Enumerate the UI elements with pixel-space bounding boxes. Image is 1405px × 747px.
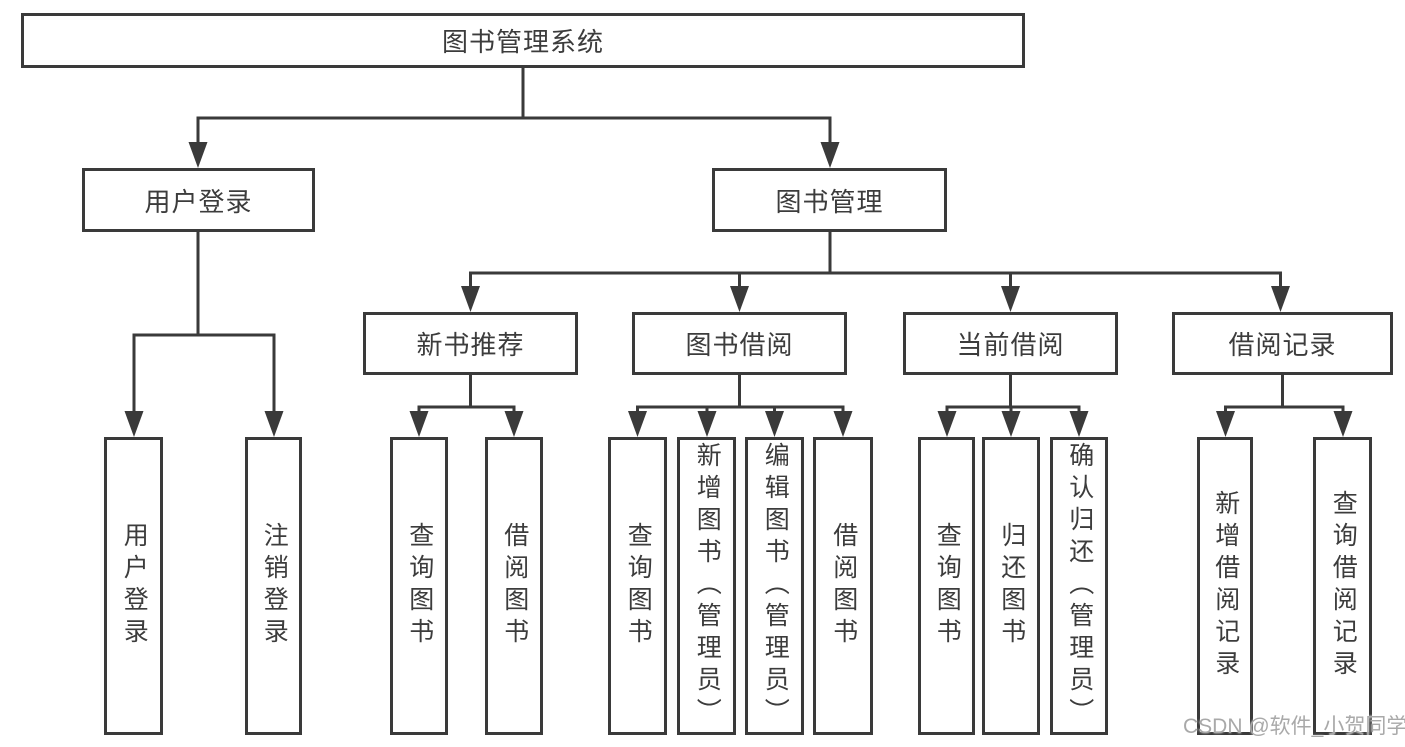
leaf-recommend-query-books: 查询图书 (390, 437, 448, 735)
node-new-book-recommendation: 新书推荐 (363, 312, 578, 375)
leaf-label: 编辑图书（管理员） (761, 442, 790, 730)
leaf-current-confirm-return-admin: 确认归还（管理员） (1050, 437, 1108, 735)
leaf-label: 归还图书 (997, 522, 1026, 650)
leaf-records-add-borrow-record: 新增借阅记录 (1197, 437, 1253, 735)
leaf-label: 借阅图书 (500, 522, 529, 650)
node-label: 用户登录 (144, 186, 253, 217)
leaf-current-query-books: 查询图书 (918, 437, 975, 735)
leaf-records-query-borrow-record: 查询借阅记录 (1313, 437, 1372, 735)
leaf-label: 用户登录 (120, 522, 149, 650)
node-user-login: 用户登录 (82, 168, 315, 232)
connector-user-login-children (124, 232, 284, 437)
connector-root-to-level1 (188, 68, 840, 168)
leaf-label: 注销登录 (260, 522, 289, 650)
node-label: 图书借阅 (685, 330, 794, 360)
node-label: 图书管理 (775, 186, 884, 217)
leaf-borrowing-edit-books-admin: 编辑图书（管理员） (745, 437, 804, 735)
node-label: 借阅记录 (1228, 330, 1337, 360)
leaf-recommend-borrow-books: 借阅图书 (485, 437, 543, 735)
leaf-label: 查询图书 (405, 522, 434, 650)
node-book-management: 图书管理 (712, 168, 947, 232)
csdn-watermark: CSDN @软件_小贺同学 (1183, 715, 1405, 738)
node-label: 当前借阅 (956, 330, 1065, 360)
leaf-borrowing-borrow-books: 借阅图书 (813, 437, 873, 735)
leaf-label: 借阅图书 (829, 522, 858, 650)
connector-recommendation-children (409, 375, 524, 437)
leaf-label: 查询借阅记录 (1329, 490, 1358, 682)
leaf-label: 查询图书 (624, 522, 653, 650)
node-current-borrowing: 当前借阅 (903, 312, 1118, 375)
leaf-logout-login: 注销登录 (245, 437, 302, 735)
connector-records-children (1216, 375, 1353, 437)
leaf-label: 确认归还（管理员） (1065, 442, 1094, 730)
leaf-borrowing-query-books: 查询图书 (608, 437, 667, 735)
connector-current-children (937, 375, 1089, 437)
leaf-user-login: 用户登录 (104, 437, 163, 735)
node-book-borrowing: 图书借阅 (632, 312, 847, 375)
connector-borrowing-children (628, 375, 853, 437)
leaf-label: 新增图书（管理员） (693, 442, 722, 730)
node-label: 图书管理系统 (441, 27, 604, 57)
leaf-current-return-books: 归还图书 (982, 437, 1040, 735)
leaf-borrowing-add-books-admin: 新增图书（管理员） (677, 437, 736, 735)
node-borrowing-records: 借阅记录 (1172, 312, 1393, 375)
connector-book-management-children (461, 232, 1290, 312)
node-label: 新书推荐 (416, 330, 525, 360)
leaf-label: 新增借阅记录 (1211, 490, 1240, 682)
node-library-management-system: 图书管理系统 (21, 13, 1025, 68)
leaf-label: 查询图书 (933, 522, 962, 650)
